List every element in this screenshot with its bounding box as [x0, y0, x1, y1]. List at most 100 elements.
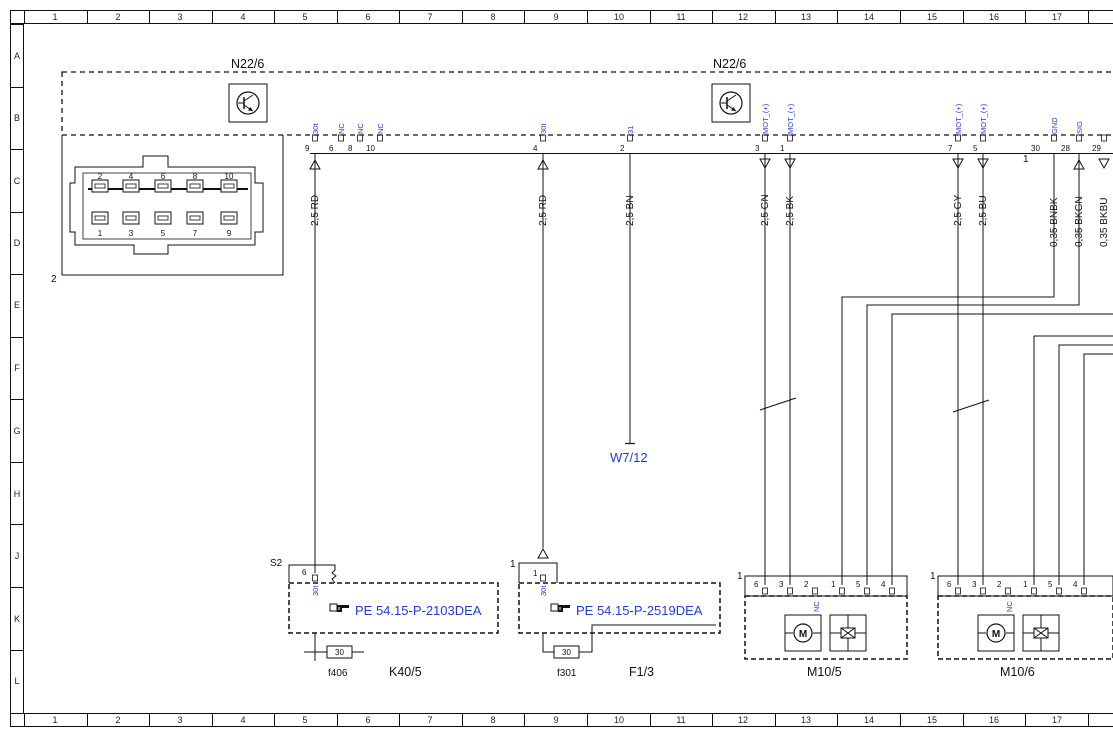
pin-name: MOT_(+)	[786, 103, 795, 134]
motor-icon	[784, 614, 822, 652]
grid-row-label: F	[14, 363, 20, 373]
pin-number: 8	[348, 144, 353, 153]
wire-ground: W7/12	[610, 154, 648, 465]
component-f1-3: 1 1 30t PE 54.15-P-2519DEA 30 f301 F1/3	[510, 559, 721, 679]
k40-fuse-value: 30	[335, 648, 344, 657]
grid-column-label: 17	[1052, 12, 1062, 22]
grid-column-label: 14	[864, 12, 874, 22]
pin-number: 7	[948, 144, 953, 153]
grid-row-label: H	[14, 489, 21, 499]
pin-name: 30t	[539, 123, 548, 134]
pin-number: 3	[755, 144, 760, 153]
module-n22-6: N22/6 N22/6	[61, 57, 1113, 154]
component-pin-number: 5	[856, 580, 861, 589]
grid-row-label: D	[14, 238, 21, 248]
reference-icon	[550, 603, 571, 613]
grid-row-label: L	[14, 676, 19, 686]
module-connector-count: 1	[1023, 154, 1029, 165]
component-pin-number: 1	[831, 580, 836, 589]
grid-column-label: 2	[115, 12, 120, 22]
pin-name: MOT_(+)	[954, 103, 963, 134]
cavity-number: 7	[193, 229, 198, 238]
module-pins: 30t9NC6NC8NC1030t4312MOT_(+)3MOT_(+)1MOT…	[305, 103, 1107, 153]
switch-pin-num: 6	[302, 568, 307, 577]
pin-number: 4	[533, 144, 538, 153]
wire-m105-motor	[759, 154, 797, 585]
reference-icon	[329, 603, 350, 613]
grid-row-label: K	[14, 614, 20, 624]
wire-label: 2,5 BN	[625, 195, 636, 226]
grid-column-label: 14	[864, 715, 874, 725]
transistor-icon	[711, 83, 751, 123]
pin-name: 30t	[311, 123, 320, 134]
wire-label: 2,5 RD	[310, 195, 321, 226]
grid-row-label: C	[14, 176, 21, 186]
component-pin-number: 3	[779, 580, 784, 589]
pin-number: 2	[620, 144, 625, 153]
cavity-number: 4	[129, 172, 134, 181]
grid-column-label: 4	[240, 715, 245, 725]
grid-column-label: 12	[738, 12, 748, 22]
grid-column-label: 6	[365, 715, 370, 725]
k40-ref-link[interactable]: PE 54.15-P-2103DEA	[355, 603, 482, 618]
motor-icon	[977, 614, 1015, 652]
grid-row-label: E	[14, 300, 20, 310]
cavity-number: 9	[227, 229, 232, 238]
transistor-icon	[228, 83, 268, 123]
component-k40-5: S2 6 30t PE 54.15-P-2103DEA 30 f406 K40/…	[270, 558, 499, 679]
pin-name: NC	[376, 123, 385, 134]
component-pin-number: 3	[972, 580, 977, 589]
f13-pin-num: 1	[533, 569, 538, 578]
grid-row-label: B	[14, 113, 20, 123]
m105-count: 1	[737, 571, 743, 582]
grid-column-label: 1	[52, 715, 57, 725]
f13-pin-name: 30t	[539, 585, 548, 596]
wire-label: 0,35 BKGN	[1074, 196, 1085, 247]
hall-sensor-icon	[829, 614, 867, 652]
cavity-number: 1	[98, 229, 103, 238]
grid-column-label: 10	[614, 715, 624, 725]
wire-label: 2,5 GY	[953, 195, 964, 226]
grid-column-label: 16	[989, 12, 999, 22]
grid-column-label: 5	[302, 715, 307, 725]
component-pin-number: 1	[1023, 580, 1028, 589]
cavity-number: 3	[129, 229, 134, 238]
k40-fuse-label: f406	[328, 668, 348, 679]
f13-count: 1	[510, 559, 516, 570]
wire-signal	[841, 154, 1113, 585]
wire-f13	[537, 154, 549, 559]
f13-ref-link[interactable]: PE 54.15-P-2519DEA	[576, 603, 703, 618]
grid-row-label: G	[13, 426, 20, 436]
pin-name: MOT_(+)	[761, 103, 770, 134]
f13-fuse-label: f301	[557, 668, 577, 679]
wire-label: 2,5 BU	[978, 195, 989, 226]
k40-component-label: K40/5	[389, 665, 422, 679]
cavity-number: 5	[161, 229, 166, 238]
f13-fuse-value: 30	[562, 648, 571, 657]
grid-column-label: 17	[1052, 715, 1062, 725]
grid-column-label: 7	[427, 12, 432, 22]
component-pin-number: 5	[1048, 580, 1053, 589]
m105-label: M10/5	[807, 665, 842, 679]
cavity-number: 2	[98, 172, 103, 181]
pin-name: NC	[337, 123, 346, 134]
cavity-number: 6	[161, 172, 166, 181]
grid-column-label: 3	[177, 715, 182, 725]
grid-column-label: 9	[553, 715, 558, 725]
cavity-number: 8	[193, 172, 198, 181]
grid-column-label: 8	[490, 715, 495, 725]
grid-column-label: 5	[302, 12, 307, 22]
grid-column-label: 10	[614, 12, 624, 22]
connector-housing: 2	[51, 135, 284, 285]
pin-number: 28	[1061, 144, 1070, 153]
cavity-number: 10	[225, 172, 234, 181]
component-pin-number: 4	[1073, 580, 1078, 589]
wire-label: 2,5 BK	[785, 196, 796, 226]
pin-name: 31	[626, 126, 635, 134]
m106-nc: NC	[1005, 601, 1014, 612]
